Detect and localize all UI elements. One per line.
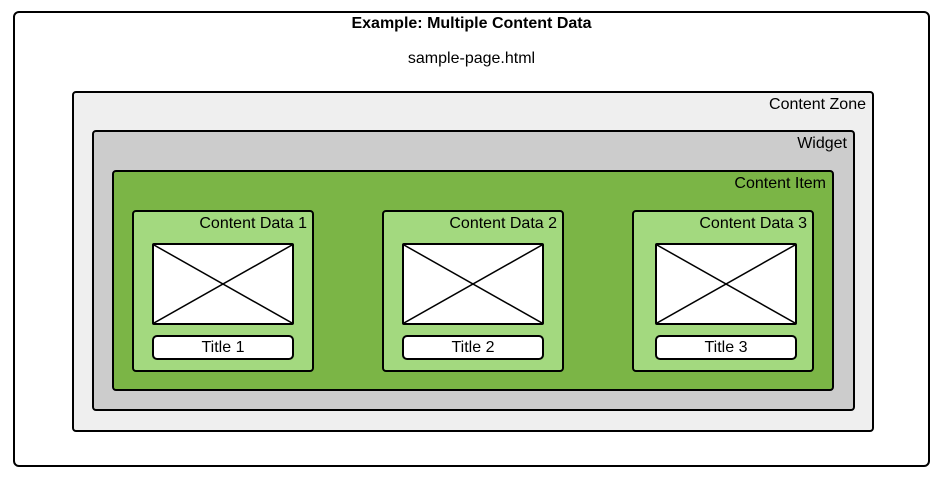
- content-data-label: Content Data 1: [199, 215, 307, 232]
- widget-label: Widget: [797, 135, 847, 152]
- title-box: Title 3: [655, 335, 797, 360]
- diagram-title: Example: Multiple Content Data: [351, 15, 592, 32]
- title-box: Title 1: [152, 335, 294, 360]
- image-placeholder-icon: [152, 243, 294, 325]
- content-data-box-3: Content Data 3 Title 3: [632, 210, 814, 372]
- content-data-box-2: Content Data 2 Title 2: [382, 210, 564, 372]
- content-data-label: Content Data 3: [699, 215, 807, 232]
- image-placeholder-icon: [402, 243, 544, 325]
- image-placeholder-icon: [655, 243, 797, 325]
- content-data-label: Content Data 2: [449, 215, 557, 232]
- content-zone-label: Content Zone: [769, 96, 866, 113]
- content-item-label: Content Item: [734, 175, 826, 192]
- file-name: sample-page.html: [407, 50, 536, 67]
- content-data-box-1: Content Data 1 Title 1: [132, 210, 314, 372]
- title-box: Title 2: [402, 335, 544, 360]
